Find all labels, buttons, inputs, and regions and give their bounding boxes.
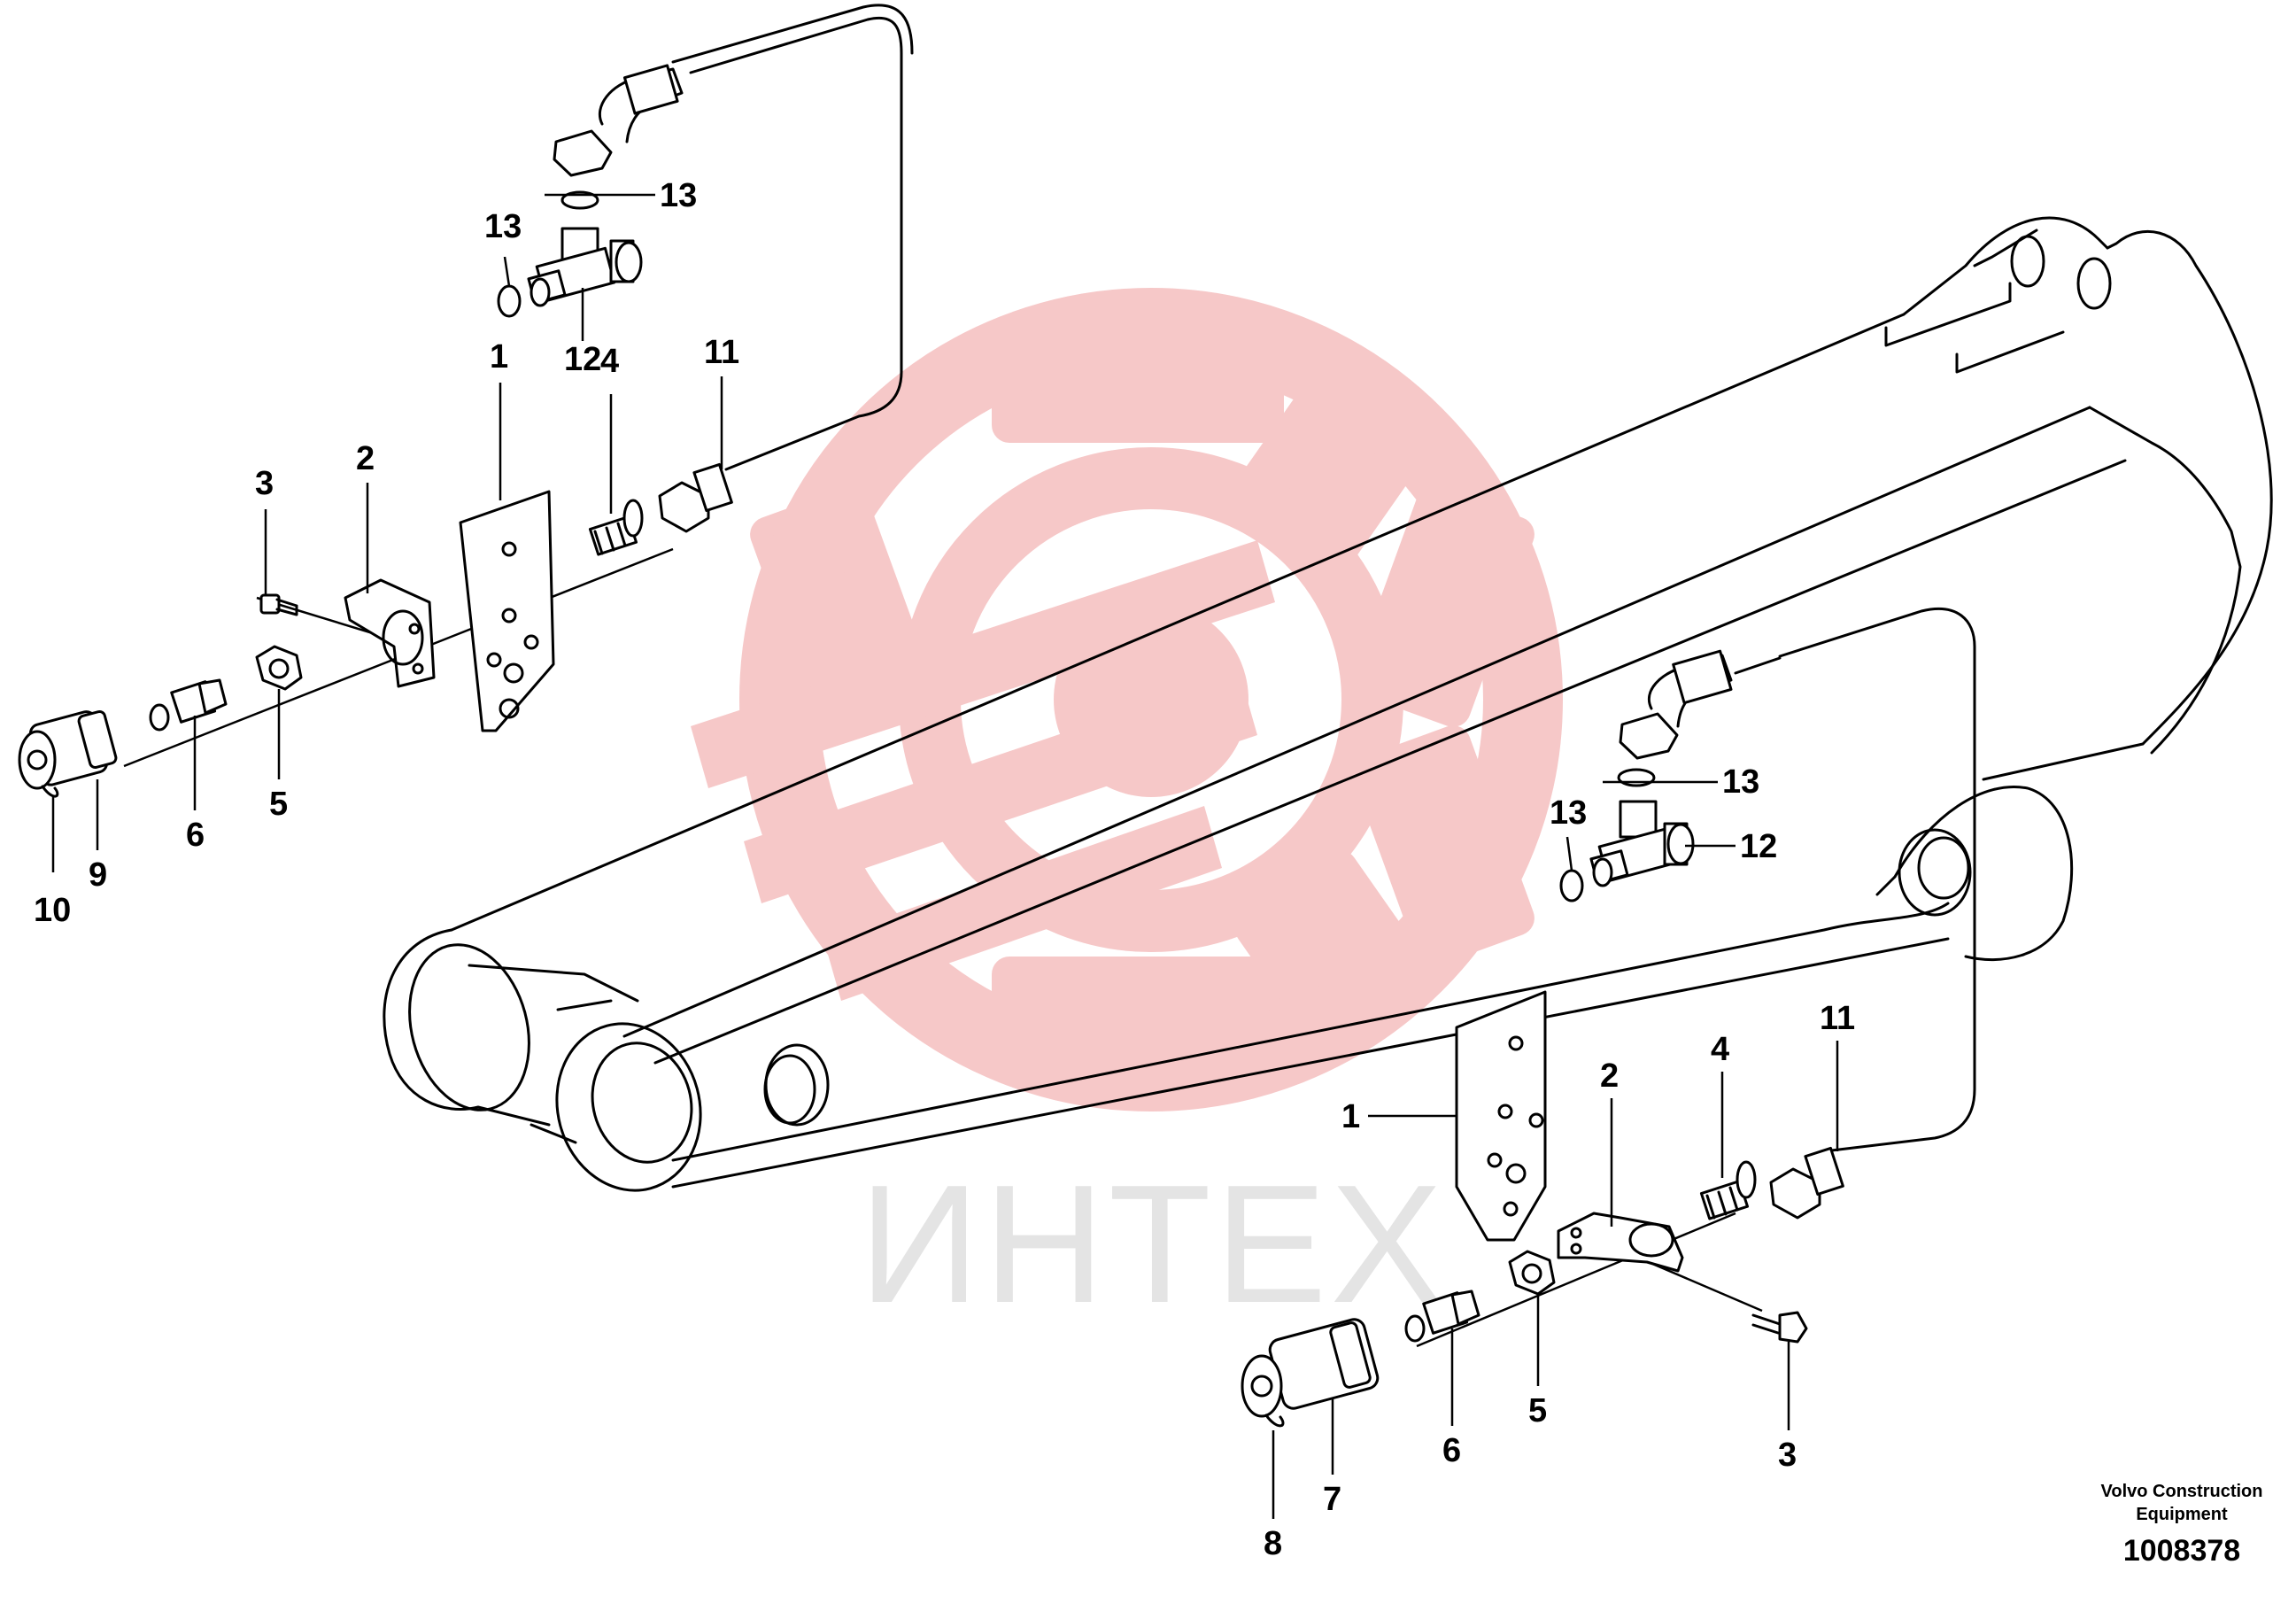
callout-5: 5 — [1528, 1392, 1547, 1429]
bolt-3b — [1751, 1311, 1808, 1344]
bolt-3 — [259, 593, 298, 616]
bottom-coupling-assembly — [1241, 768, 1844, 1519]
top-coupling-assembly — [18, 190, 733, 872]
bracket-plate-1 — [459, 490, 555, 732]
callout-7: 7 — [1323, 1481, 1341, 1518]
nut-11b — [1769, 1146, 1844, 1220]
dust-cap-8 — [1264, 1413, 1285, 1428]
callout-13: 13 — [484, 208, 522, 245]
tee-fitting-12 — [527, 227, 643, 307]
company-name-line1: Volvo Construction — [2101, 1482, 2263, 1501]
watermark-text: ИНТЕХ — [859, 1150, 1446, 1338]
callout-8: 8 — [1264, 1525, 1282, 1562]
callout-10: 10 — [34, 892, 71, 929]
callout-1: 1 — [490, 338, 508, 376]
connector-4 — [588, 499, 644, 556]
bracket-2 — [344, 578, 436, 688]
tee-fitting-12b — [1589, 800, 1695, 887]
quick-coupler-9 — [18, 709, 118, 790]
callout-9: 9 — [89, 856, 107, 894]
nut-11 — [658, 462, 733, 533]
callout-12: 12 — [1740, 828, 1777, 865]
watermark-gear-logo-icon: ИНТЕХ — [691, 288, 1563, 1338]
callout-13: 13 — [660, 177, 697, 214]
o-ring-13b — [497, 284, 522, 318]
callouts-bottom: 13 13 12 11 4 2 1 3 5 6 7 8 — [1264, 763, 1855, 1562]
callouts-top: 13 13 12 11 4 1 2 3 5 6 9 10 — [34, 177, 739, 929]
hose-top — [553, 4, 914, 471]
bracket-plate-1b — [1455, 990, 1547, 1242]
o-ring-13c — [1617, 768, 1656, 787]
drawing-number: 1008378 — [2123, 1534, 2240, 1568]
boom-arm — [383, 216, 2273, 1192]
hose-bottom — [1619, 607, 1976, 1153]
nut-5 — [255, 645, 303, 691]
adapter-6 — [149, 678, 228, 732]
quick-coupler-7 — [1241, 1318, 1380, 1418]
bracket-2b — [1557, 1212, 1684, 1273]
callout-4: 4 — [600, 343, 619, 380]
footer: Volvo Construction Equipment 1008378 — [2101, 1482, 2263, 1568]
callout-13: 13 — [1550, 794, 1587, 832]
callout-2: 2 — [356, 440, 375, 477]
callout-3: 3 — [255, 465, 274, 502]
o-ring-13a — [560, 190, 599, 210]
callout-3: 3 — [1778, 1437, 1797, 1474]
callout-6: 6 — [1442, 1432, 1461, 1469]
company-name-line2: Equipment — [2136, 1505, 2228, 1524]
callout-13: 13 — [1722, 763, 1759, 801]
callout-5: 5 — [269, 786, 288, 823]
callout-4: 4 — [1711, 1031, 1729, 1068]
adapter-6b — [1404, 1290, 1480, 1343]
callout-2: 2 — [1600, 1057, 1619, 1095]
o-ring-13d — [1559, 869, 1584, 902]
nut-5b — [1508, 1250, 1556, 1296]
callout-12: 12 — [564, 341, 601, 378]
callout-11: 11 — [1820, 1000, 1855, 1037]
callout-1: 1 — [1341, 1098, 1360, 1135]
connector-4b — [1699, 1160, 1757, 1220]
callout-11: 11 — [704, 334, 739, 371]
dust-cap-10 — [41, 785, 59, 798]
callout-6: 6 — [186, 817, 205, 854]
